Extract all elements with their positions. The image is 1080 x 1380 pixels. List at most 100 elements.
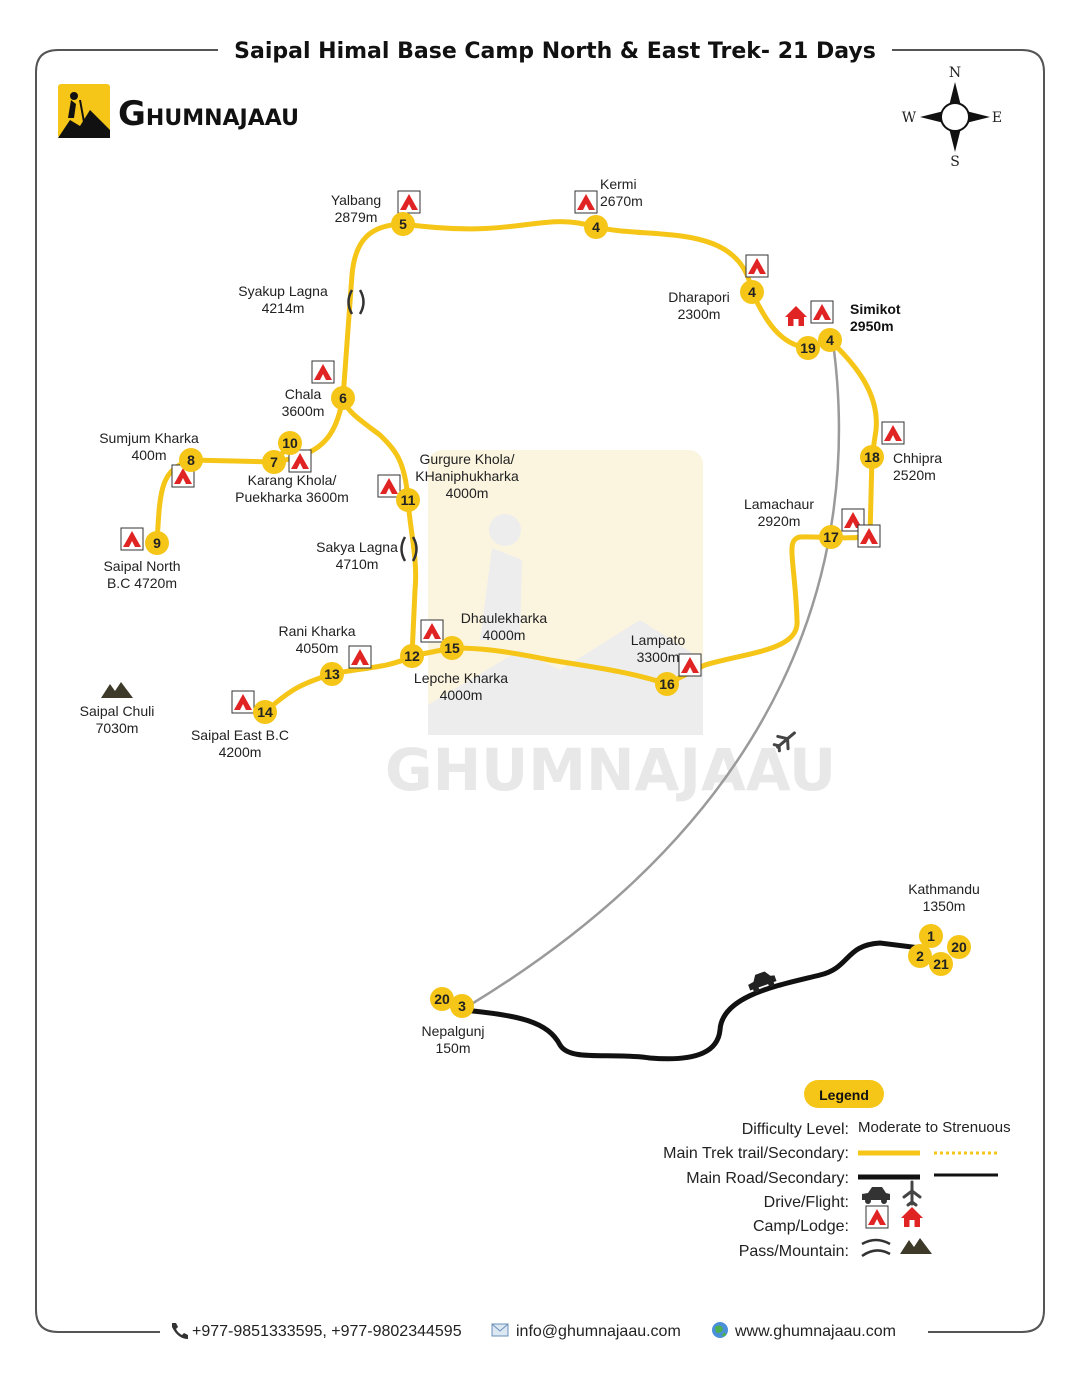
- saipalnorth-day-marker: 9: [145, 531, 169, 555]
- email-icon: [491, 1323, 509, 1337]
- nepalgunj-day-marker: 20: [430, 987, 454, 1011]
- chala-day-number: 6: [339, 390, 347, 406]
- trek-trail: [154, 219, 879, 715]
- map-title: Saipal Himal Base Camp North & East Trek…: [234, 39, 876, 64]
- karang-day-marker: 10: [278, 431, 302, 455]
- lampato-day-number: 16: [659, 676, 675, 692]
- dhaulekharka-camp-icon: [420, 619, 444, 643]
- frame-right: [892, 49, 1045, 1333]
- legend-difficulty-label: Difficulty Level:: [742, 1121, 849, 1138]
- legend-camp-icon: [865, 1205, 889, 1229]
- ranikharka-day-number: 13: [324, 666, 340, 682]
- legend-difficulty-value: Moderate to Strenuous: [858, 1119, 1011, 1136]
- sakya-pass-icon: [400, 536, 418, 562]
- sumjum-day-marker: 8: [179, 448, 203, 472]
- flight-route: [469, 349, 841, 1007]
- compass-e: E: [992, 110, 1002, 126]
- karang-day-number: 10: [282, 435, 298, 451]
- gurgure-camp-icon: [377, 474, 401, 498]
- lampato-camp-icon: [678, 653, 702, 677]
- kathmandu-day-marker: 21: [929, 952, 953, 976]
- compass-rose-icon: N S E W: [902, 65, 1002, 170]
- syakup-pass-icon: [347, 289, 365, 315]
- karang-day-number: 7: [270, 454, 278, 470]
- kathmandu-day-number: 1: [927, 928, 935, 944]
- legend-plane-icon: [902, 1180, 922, 1207]
- chala-day-marker: 6: [331, 386, 355, 410]
- ranikharka-day-marker: 13: [320, 662, 344, 686]
- kermi-camp-icon: [574, 190, 598, 214]
- nepalgunj-day-number: 3: [458, 998, 466, 1014]
- footer-phone: +977-9851333595, +977-9802344595: [192, 1323, 462, 1340]
- dharapori-day-marker: 4: [740, 280, 764, 304]
- road-route: [459, 940, 923, 1062]
- gurgure-day-marker: 11: [396, 488, 420, 512]
- simikot-lodge-icon: [785, 306, 807, 326]
- legend-trail-label: Main Trek trail/Secondary:: [663, 1145, 849, 1162]
- legend-pass-icon: [861, 1238, 891, 1258]
- dharapori-day-number: 4: [748, 284, 756, 300]
- legend-drive-label: Drive/Flight:: [764, 1194, 849, 1211]
- chala-camp-icon: [311, 360, 335, 384]
- chhipra-camp-icon: [881, 421, 905, 445]
- simikot-day-marker: 4: [818, 328, 842, 352]
- dhaulekharka-day-marker: 12: [400, 644, 424, 668]
- legend-mountain-icon: [900, 1238, 932, 1254]
- simikot-day-number: 19: [800, 340, 816, 356]
- kathmandu-day-number: 20: [951, 939, 967, 955]
- compass-w: W: [902, 110, 917, 126]
- saipalchuli-mountain-icon: [101, 682, 133, 698]
- watermark-text: GHUMNAJAAU: [385, 736, 836, 804]
- kathmandu-day-marker: 2: [908, 944, 932, 968]
- footer-web: www.ghumnajaau.com: [734, 1323, 896, 1340]
- legend-road-label: Main Road/Secondary:: [686, 1170, 849, 1187]
- legend: Legend Difficulty Level: Moderate to Str…: [663, 1080, 1011, 1260]
- watermark: GHUMNAJAAU: [385, 450, 836, 804]
- nepalgunj-day-marker: 3: [450, 994, 474, 1018]
- lamachaur-day-marker: 17: [819, 525, 843, 549]
- kermi-day-number: 4: [592, 219, 600, 235]
- gurgure-day-number: 11: [401, 492, 416, 508]
- karang-day-marker: 7: [262, 450, 286, 474]
- kermi-day-marker: 4: [584, 215, 608, 239]
- legend-heading-pill: [804, 1080, 884, 1108]
- lamachaur-camp-icon: [857, 524, 881, 548]
- ranikharka-camp-icon: [348, 645, 372, 669]
- kathmandu-day-number: 2: [916, 948, 924, 964]
- dhaulekharka-day-number: 15: [444, 640, 460, 656]
- saipalnorth-camp-icon: [120, 527, 144, 551]
- compass-s: S: [950, 154, 960, 170]
- dhaulekharka-day-marker: 15: [440, 636, 464, 660]
- nepalgunj-day-number: 20: [434, 991, 450, 1007]
- legend-camp-label: Camp/Lodge:: [753, 1218, 849, 1235]
- simikot-day-marker: 19: [796, 336, 820, 360]
- lampato-day-marker: 16: [655, 672, 679, 696]
- globe-icon: [712, 1322, 728, 1338]
- legend-heading: Legend: [819, 1087, 869, 1103]
- simikot-camp-icon: [810, 300, 834, 324]
- brand-name: GHUMNAJAAU: [118, 94, 299, 134]
- brand-logo: [58, 84, 110, 138]
- lamachaur-day-number: 17: [823, 529, 839, 545]
- compass-n: N: [949, 65, 961, 81]
- sumjum-day-number: 8: [187, 452, 195, 468]
- car-icon: [748, 971, 777, 993]
- yalbang-camp-icon: [397, 190, 421, 214]
- saipaleast-camp-icon: [231, 690, 255, 714]
- legend-lodge-icon: [901, 1207, 923, 1227]
